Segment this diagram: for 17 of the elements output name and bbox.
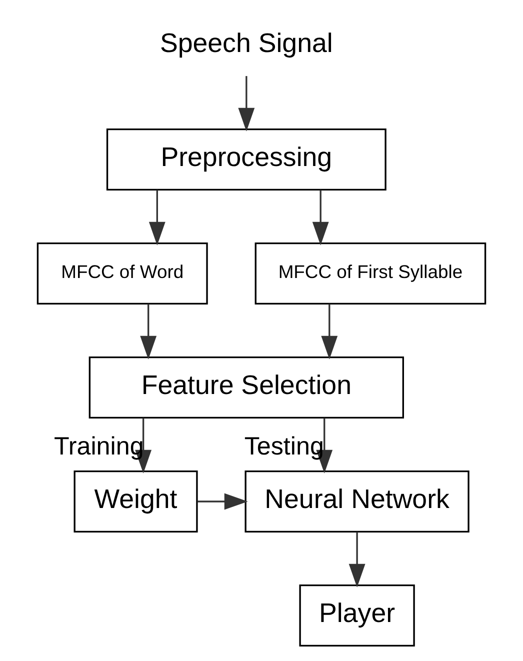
- edge-label: Testing: [244, 432, 324, 460]
- arrow: [238, 76, 255, 132]
- arrow: [312, 190, 329, 246]
- edge-label: Training: [54, 432, 144, 460]
- node-text: Speech Signal: [160, 28, 333, 58]
- node-box: Feature Selection: [88, 356, 404, 418]
- node-box: Weight: [74, 470, 198, 532]
- node-box: Neural Network: [244, 470, 470, 532]
- arrow: [148, 190, 166, 246]
- node-box: Player: [299, 584, 415, 646]
- arrow: [197, 493, 248, 510]
- node-box: MFCC of First Syllable: [254, 242, 486, 305]
- node-box: Preprocessing: [106, 128, 386, 191]
- arrow: [140, 304, 157, 360]
- arrow: [348, 532, 366, 588]
- node-box: MFCC of Word: [36, 242, 208, 305]
- arrow: [321, 304, 338, 360]
